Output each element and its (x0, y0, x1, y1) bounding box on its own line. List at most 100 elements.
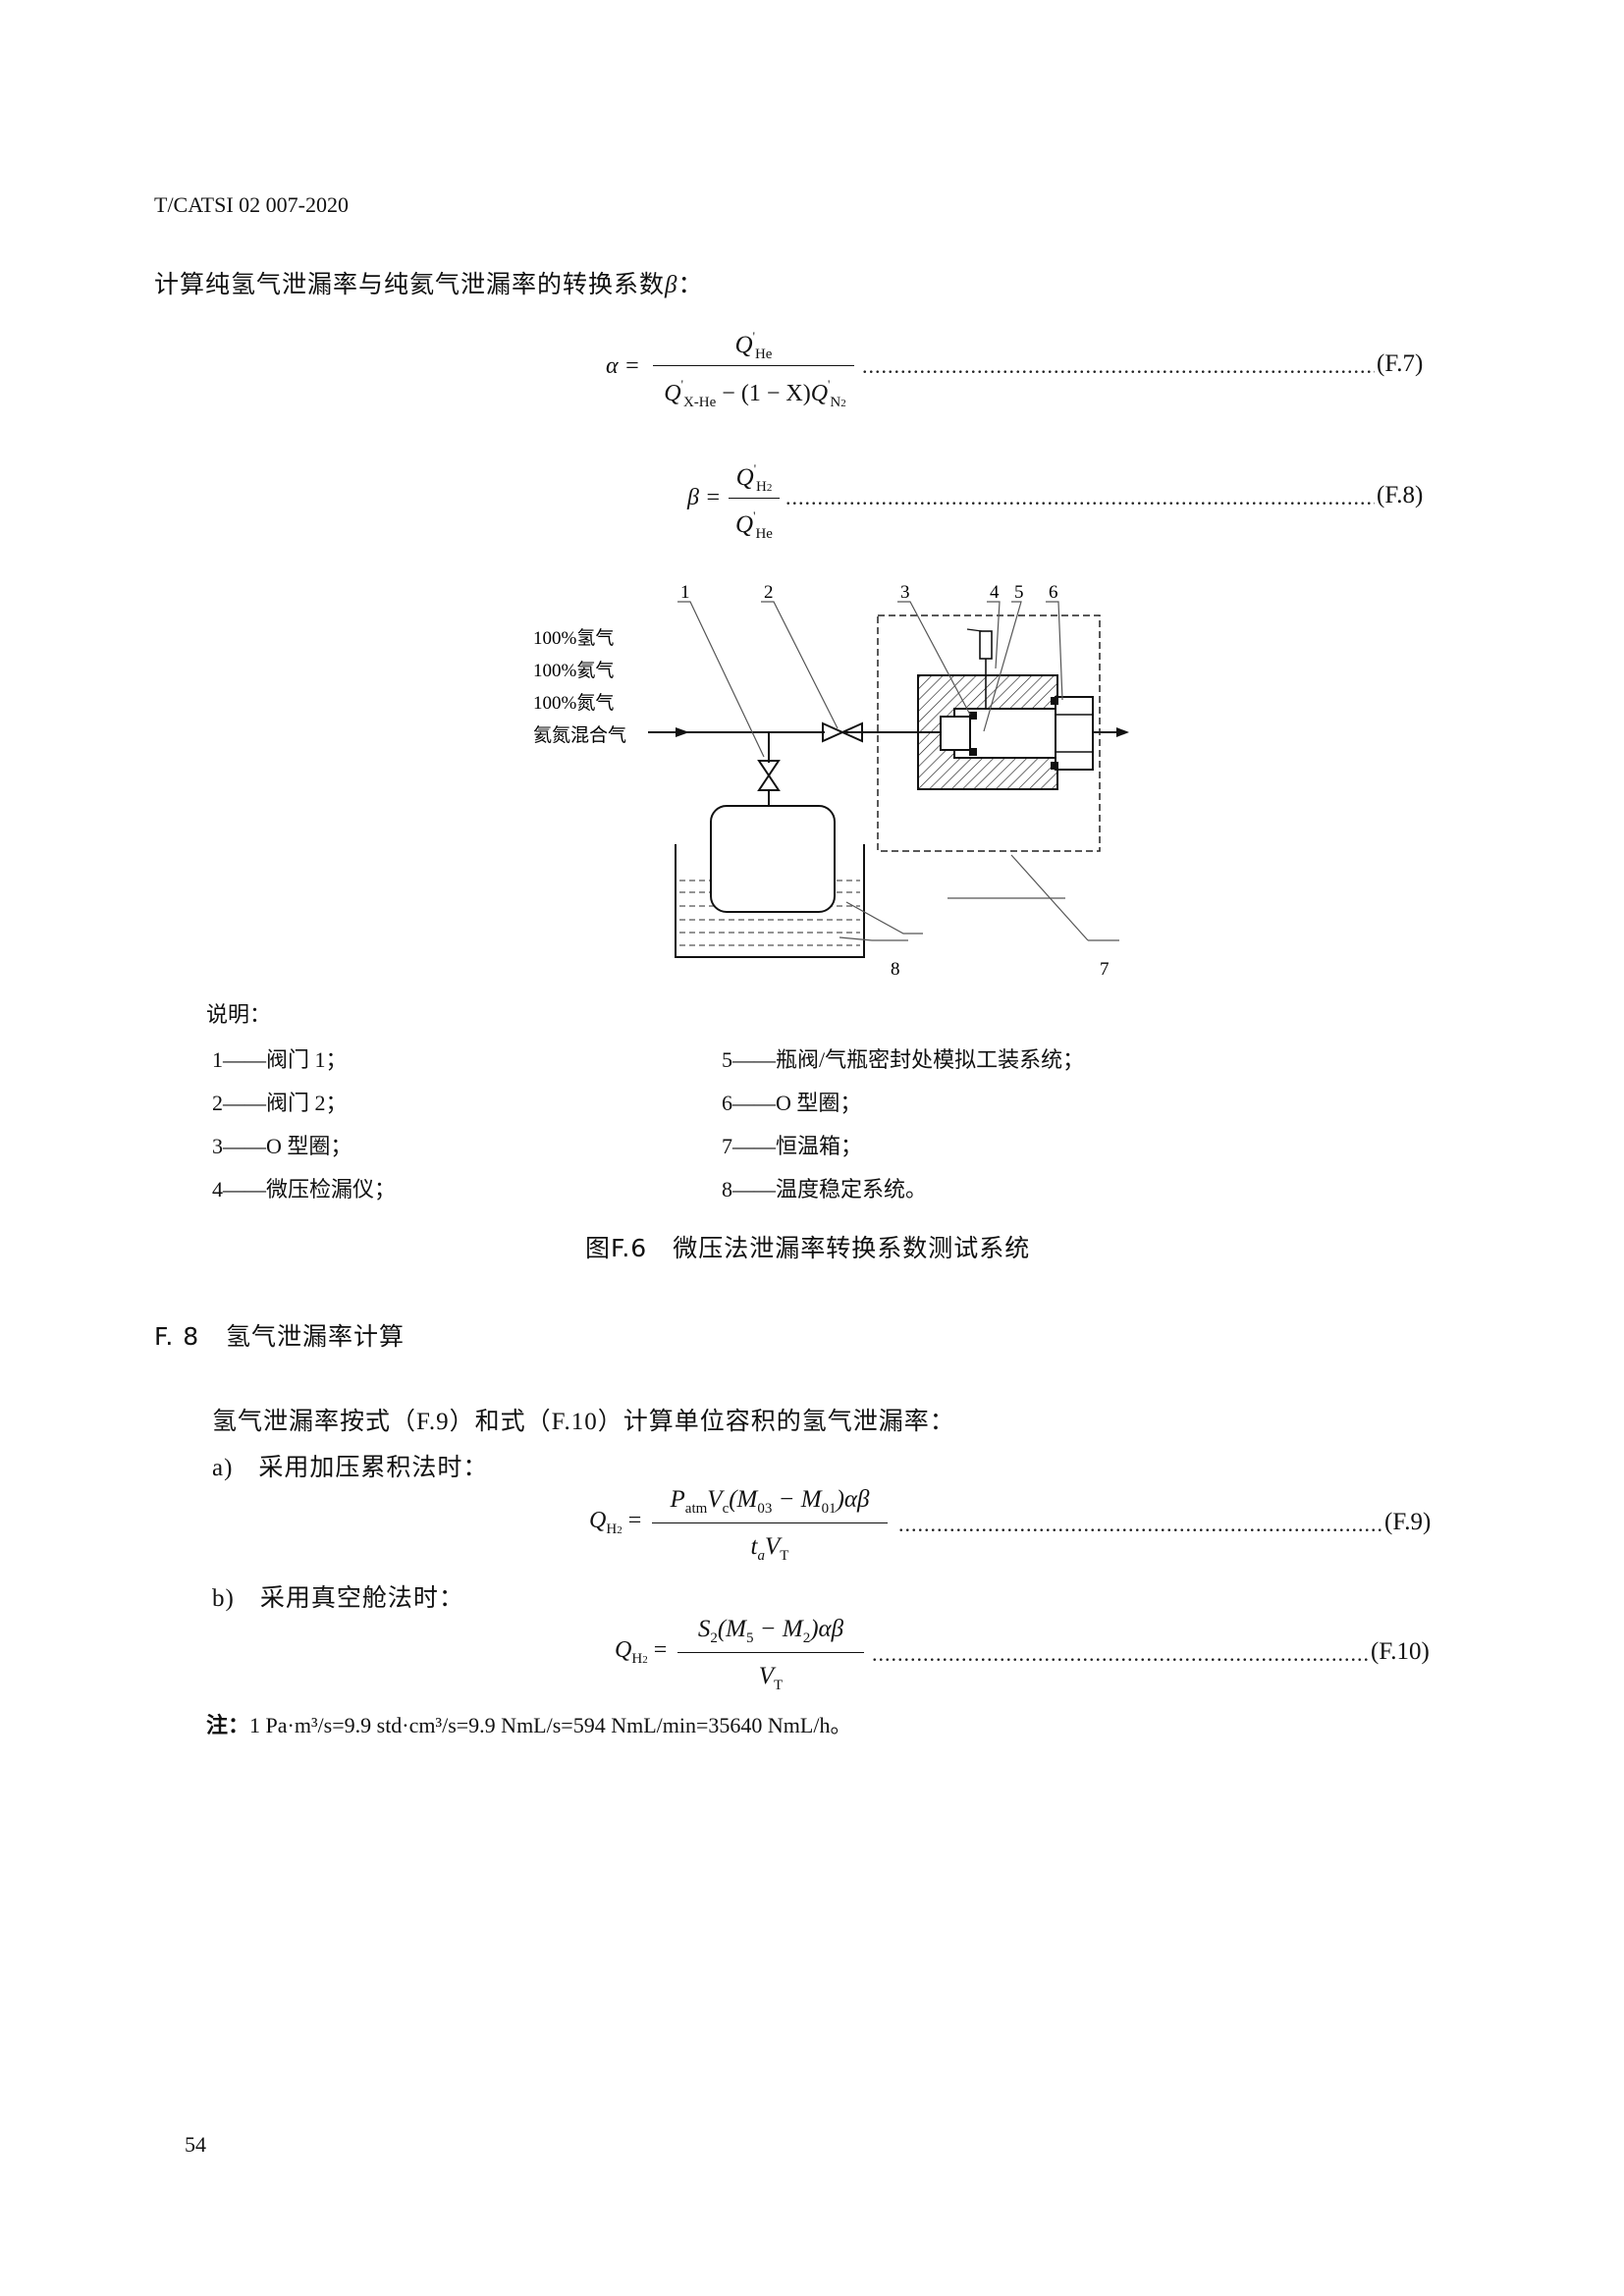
f9-num-p-sub: atm (684, 1501, 708, 1517)
gas-label-he: 100%氦气 (533, 660, 614, 681)
gas-label-n2: 100%氮气 (533, 692, 614, 714)
oring-6 (1051, 697, 1058, 705)
f10-number: (F.10) (1371, 1638, 1430, 1665)
document-code: T/CATSI 02 007-2020 (154, 192, 349, 217)
callout-1: 1 (680, 582, 690, 603)
f9-num-alphabeta: )αβ (836, 1486, 870, 1513)
f9-fraction-line (652, 1522, 888, 1523)
f8-denominator: Q' He (729, 508, 780, 543)
f9-den-v: V (765, 1533, 781, 1560)
f10-fraction-line (677, 1652, 864, 1653)
f10-num-s-sub: 2 (710, 1630, 718, 1646)
f8-den-sub: He (755, 526, 773, 542)
f7-den-sub2-n: N (830, 395, 841, 410)
f9-num-m1-sub: 03 (757, 1501, 773, 1517)
f9-denominator: taVT (652, 1533, 888, 1565)
f8-num-sub-2: 2 (766, 482, 773, 494)
oring-3b (969, 748, 977, 756)
leak-test-system-diagram: 100%氢气 100%氦气 100%氮气 氦氮混合气 (533, 582, 1129, 980)
f9-num-p: P (670, 1486, 685, 1513)
test-cylinder (710, 805, 836, 913)
f8-den-prime: ' (753, 508, 756, 523)
f8-num-sub-h: H (756, 479, 767, 495)
legend-item-3: 3——O 型圈； (212, 1134, 352, 1158)
f8-number: (F.8) (1377, 482, 1424, 508)
f8-fraction-line (729, 498, 780, 499)
f10-num-alphabeta: )αβ (810, 1616, 844, 1642)
f9-num-m1: (M (729, 1486, 758, 1513)
f7-den-sub2: N2 (830, 395, 845, 410)
f7-den-sub2-2: 2 (840, 398, 846, 409)
valve-2-icon[interactable] (822, 721, 845, 743)
list-item-b: b) 采用真空舱法时： (212, 1585, 464, 1612)
callout-leaders (677, 601, 1065, 934)
f9-lhs-sub-h: H (606, 1522, 618, 1537)
f8-num-q: Q (735, 464, 754, 491)
beta-symbol: β (665, 272, 678, 298)
valve-1-icon[interactable] (757, 760, 781, 777)
f8-den-q: Q (735, 511, 754, 538)
f7-den-prime2: ' (828, 377, 831, 392)
f8-num-prime: ' (753, 461, 757, 476)
f8-num-sub: H2 (756, 479, 772, 495)
legend-item-6: 6——O 型圈； (722, 1091, 862, 1115)
f10-lhs-sub-h: H (631, 1651, 643, 1667)
f9-leader-dots: ........................................… (898, 1512, 1383, 1536)
f8-leader-dots: ........................................… (785, 485, 1375, 509)
leak-detector-icon (979, 630, 993, 660)
oring-3 (969, 712, 977, 720)
f10-numerator: S2(M5 − M2)αβ (677, 1616, 864, 1647)
f10-lhs-q: Q (615, 1637, 632, 1663)
f8-numerator: Q' H2 (729, 461, 780, 496)
f9-den-v-sub: T (780, 1548, 789, 1564)
callout-5: 5 (1014, 582, 1024, 603)
f9-equals: = (627, 1508, 642, 1533)
f9-den-t: t (750, 1533, 758, 1560)
f7-num-prime: ' (752, 329, 755, 344)
f7-den-prime1: ' (680, 377, 683, 392)
f10-equals: = (653, 1637, 668, 1663)
note-label: 注： (206, 1714, 250, 1738)
section-heading: F. 8 氢气泄漏率计算 (154, 1317, 405, 1353)
valve-1-icon-b (757, 774, 781, 791)
f9-den-t-sub: a (757, 1548, 766, 1564)
gas-label-h2: 100%氢气 (533, 627, 614, 649)
callout-7: 7 (1100, 959, 1110, 980)
intro-colon: ： (677, 272, 704, 298)
legend-item-5: 5——瓶阀/气瓶密封处模拟工装系统； (722, 1047, 1085, 1072)
f7-fraction-line (653, 365, 854, 366)
f10-lhs-sub-2: 2 (642, 1654, 648, 1666)
legend-item-2: 2——阀门 2； (212, 1091, 348, 1115)
legend-item-8: 8——温度稳定系统。 (722, 1177, 928, 1201)
f7-leader-dots: ........................................… (862, 353, 1375, 378)
f7-denominator: Q'X-He − (1 − X)Q'N2 (650, 377, 860, 411)
section-title: 氢气泄漏率计算 (226, 1322, 406, 1351)
f7-num-q: Q (734, 332, 753, 358)
f7-den-sub1: X-He (682, 395, 717, 410)
f10-num-m1: (M (717, 1616, 747, 1642)
oring-6b (1051, 762, 1058, 770)
f10-lhs: QH2 = (615, 1637, 667, 1668)
legend-item-1: 1——阀门 1； (212, 1047, 348, 1072)
detector-wire (966, 628, 983, 632)
gas-label-mix: 氦氮混合气 (533, 724, 626, 746)
f7-lhs: α = (606, 353, 640, 379)
f9-num-v-sub: c (722, 1501, 730, 1517)
f9-lhs-sub-2: 2 (617, 1524, 623, 1536)
callout-8: 8 (891, 959, 900, 980)
note-text: 1 Pa·m³/s=9.9 std·cm³/s=9.9 NmL/s=594 Nm… (249, 1713, 852, 1737)
bath-vessel (675, 844, 865, 958)
f10-lhs-sub: H2 (631, 1651, 647, 1667)
inlet-arrow (676, 727, 689, 737)
f7-den-q2: Q (810, 381, 829, 406)
legend-item-4: 4——微压检漏仪； (212, 1177, 397, 1201)
f7-numerator: Q'He (653, 329, 854, 363)
f7-den-mid: − (1 − X) (722, 381, 811, 406)
f9-numerator: PatmVc(M03 − M01)αβ (652, 1486, 888, 1518)
valve-2-icon-b (839, 721, 863, 743)
f10-den-v: V (758, 1663, 775, 1689)
list-item-a: a) 采用加压累积法时： (212, 1455, 489, 1481)
f10-leader-dots: ........................................… (872, 1641, 1371, 1666)
unit-note: 注：1 Pa·m³/s=9.9 std·cm³/s=9.9 NmL/s=594 … (206, 1708, 851, 1739)
figure-caption: 图F.6 微压法泄漏率转换系数测试系统 (585, 1234, 1031, 1262)
